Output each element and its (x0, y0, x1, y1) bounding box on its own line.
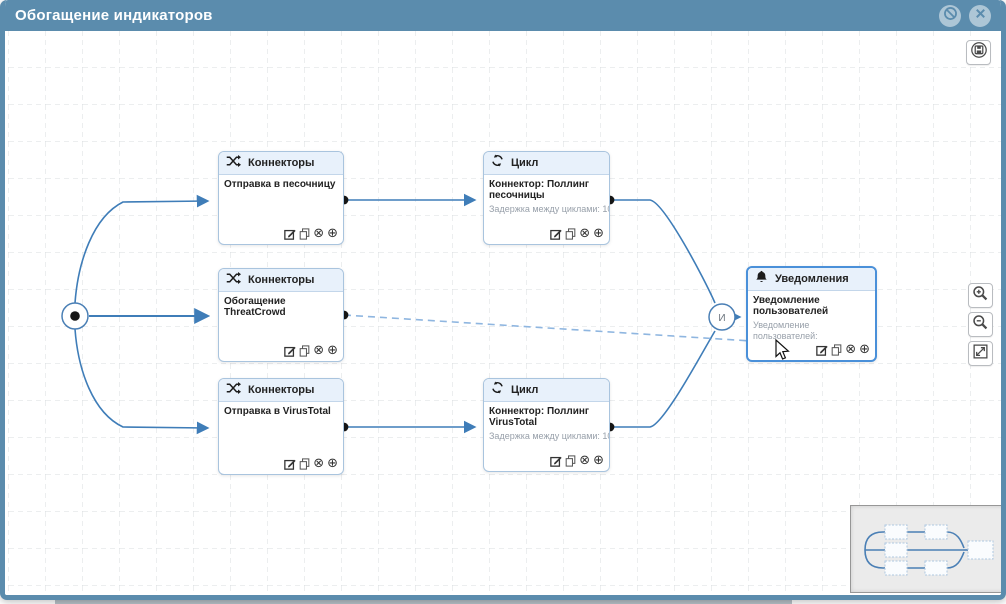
add-icon[interactable]: ⊕ (593, 453, 604, 468)
save-icon (970, 41, 988, 64)
delete-icon[interactable]: ⊗ (845, 342, 857, 357)
edit-icon[interactable] (550, 228, 562, 240)
ban-icon (943, 6, 958, 26)
delete-icon[interactable]: ⊗ (313, 343, 325, 358)
loop-icon (491, 381, 504, 399)
connection-lines (74, 193, 742, 435)
edit-icon[interactable] (284, 458, 296, 470)
copy-icon[interactable] (299, 458, 310, 470)
node-header: Коннекторы (219, 379, 343, 402)
bell-icon (755, 270, 768, 289)
copy-icon[interactable] (831, 344, 842, 356)
node-description: Коннектор: Поллинг песочницы (489, 179, 590, 201)
node-description: Уведомление пользователей (753, 295, 829, 317)
node-connector-sandbox[interactable]: Коннекторы Отправка в песочницу ⊗ ⊕ (218, 151, 344, 245)
window-title: Обогащение индикаторов (15, 7, 213, 24)
and-junction[interactable]: И (708, 303, 736, 331)
node-cycle-virustotal-polling[interactable]: Цикл Коннектор: Поллинг VirusTotal Задер… (483, 378, 610, 472)
node-description: Отправка в песочницу (224, 179, 336, 190)
window-titlebar: Обогащение индикаторов (5, 0, 1001, 31)
node-title: Коннекторы (248, 157, 315, 169)
zoom-in-button[interactable] (968, 283, 993, 308)
minimap-graph (864, 524, 994, 576)
edit-icon[interactable] (284, 228, 296, 240)
node-title: Цикл (511, 157, 539, 169)
node-subtext: Задержка между циклами: 10 секунд (489, 204, 609, 214)
shuffle-icon (226, 381, 241, 399)
shuffle-icon (226, 154, 241, 172)
node-subtext: Задержка между циклами: 10 секунд (489, 431, 609, 441)
add-icon[interactable]: ⊕ (859, 342, 870, 357)
cancel-button[interactable] (939, 4, 961, 27)
shuffle-icon (226, 271, 241, 289)
zoom-in-icon (972, 285, 989, 307)
delete-icon[interactable]: ⊗ (313, 456, 325, 471)
save-button[interactable] (966, 40, 991, 65)
node-header: Цикл (484, 152, 609, 175)
background-page-edge (55, 599, 792, 604)
node-title: Уведомления (775, 273, 849, 285)
node-title: Цикл (511, 384, 539, 396)
zoom-out-button[interactable] (968, 312, 993, 337)
junction-label: И (718, 313, 725, 324)
pending-connection (343, 314, 770, 348)
minimap[interactable] (850, 505, 1001, 593)
copy-icon[interactable] (565, 455, 576, 467)
node-title: Коннекторы (248, 384, 315, 396)
node-description: Обогащение ThreatCrowd (224, 296, 286, 318)
add-icon[interactable]: ⊕ (327, 226, 338, 241)
copy-icon[interactable] (299, 228, 310, 240)
node-cycle-sandbox-polling[interactable]: Цикл Коннектор: Поллинг песочницы Задерж… (483, 151, 610, 245)
start-node[interactable] (61, 302, 89, 330)
node-header: Цикл (484, 379, 609, 402)
delete-icon[interactable]: ⊗ (579, 453, 591, 468)
node-connector-threatcrowd[interactable]: Коннекторы Обогащение ThreatCrowd ⊗ ⊕ (218, 268, 344, 362)
delete-icon[interactable]: ⊗ (579, 226, 591, 241)
zoom-out-icon (972, 314, 989, 336)
copy-icon[interactable] (299, 345, 310, 357)
edit-icon[interactable] (550, 455, 562, 467)
node-title: Коннекторы (248, 274, 315, 286)
node-connector-virustotal[interactable]: Коннекторы Отправка в VirusTotal ⊗ ⊕ (218, 378, 344, 475)
node-notifications[interactable]: Уведомления Уведомление пользователей Ув… (746, 266, 877, 362)
node-description: Отправка в VirusTotal (224, 406, 331, 417)
node-subtext: Уведомление пользователей: rvision@rvlab… (753, 320, 823, 344)
edit-icon[interactable] (284, 345, 296, 357)
node-header: Коннекторы (219, 152, 343, 175)
copy-icon[interactable] (565, 228, 576, 240)
add-icon[interactable]: ⊕ (327, 343, 338, 358)
node-header: Уведомления (748, 268, 875, 291)
close-button[interactable] (969, 4, 991, 27)
delete-icon[interactable]: ⊗ (313, 226, 325, 241)
add-icon[interactable]: ⊕ (327, 456, 338, 471)
close-icon (973, 6, 988, 26)
node-header: Коннекторы (219, 269, 343, 292)
node-description: Коннектор: Поллинг VirusTotal (489, 406, 590, 428)
workflow-canvas[interactable]: И Коннекторы Отправка в песочницу ⊗ ⊕ (5, 31, 1001, 595)
add-icon[interactable]: ⊕ (593, 226, 604, 241)
edit-icon[interactable] (816, 344, 828, 356)
loop-icon (491, 154, 504, 172)
fit-screen-icon (972, 343, 989, 365)
fit-screen-button[interactable] (968, 341, 993, 366)
